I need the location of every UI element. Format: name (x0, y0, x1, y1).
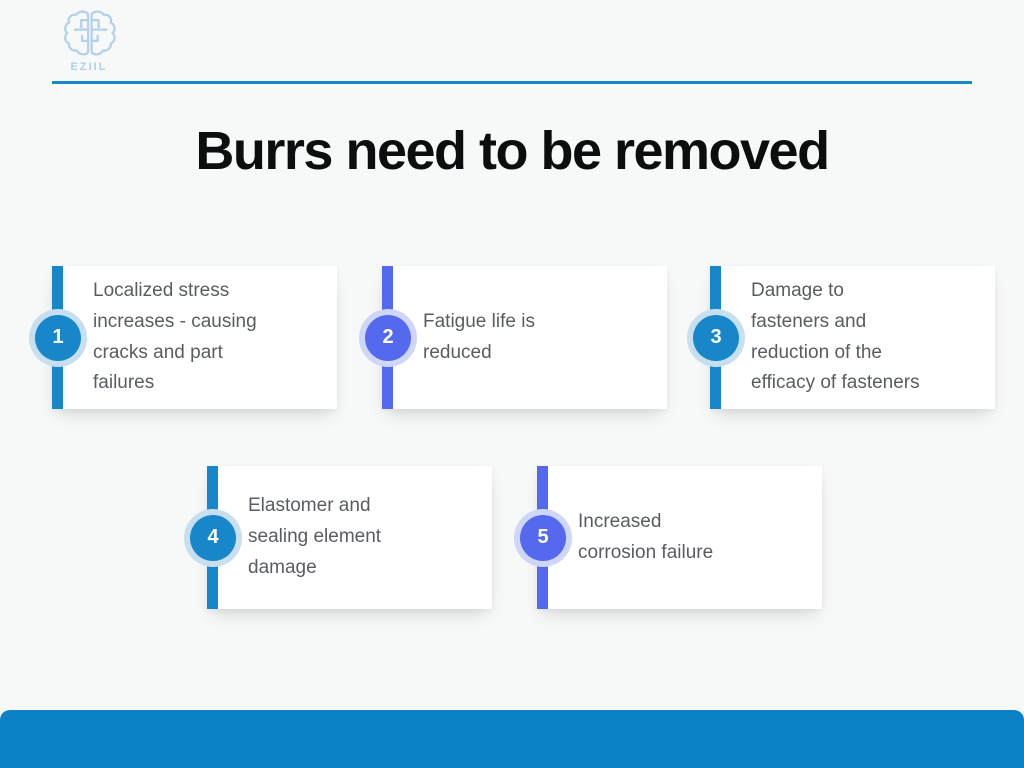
brain-circuit-logo-icon (58, 8, 120, 60)
card-body: Localized stress increases - causing cra… (52, 266, 337, 409)
card-4: 4 Elastomer and sealing element damage (184, 466, 492, 609)
card-text: Damage to fasteners and reduction of the… (751, 279, 920, 394)
card-text: Increased corrosion failure (578, 510, 714, 563)
card-5: 5 Increased corrosion failure (514, 466, 822, 609)
card-body: Fatigue life is reduced (382, 266, 667, 409)
logo: EZIIL (58, 8, 120, 73)
number-badge: 3 (693, 314, 739, 361)
card-text: Fatigue life is reduced (423, 310, 535, 363)
number-badge: 1 (35, 314, 81, 361)
card-2: 2 Fatigue life is reduced (359, 266, 667, 409)
card-text: Localized stress increases - causing cra… (93, 279, 257, 394)
footer-bar (0, 710, 1024, 768)
number-badge-halo: 3 (687, 308, 745, 367)
number-badge: 2 (365, 314, 411, 361)
card-body: Increased corrosion failure (537, 466, 822, 609)
number-badge: 4 (190, 514, 236, 561)
card-3: 3 Damage to fasteners and reduction of t… (687, 266, 995, 409)
number-badge-halo: 1 (29, 308, 87, 367)
number-badge-halo: 4 (184, 508, 242, 567)
logo-text: EZIIL (70, 61, 108, 73)
card-text: Elastomer and sealing element damage (248, 495, 382, 578)
header-divider (52, 81, 972, 84)
card-1: 1 Localized stress increases - causing c… (29, 266, 337, 409)
number-badge-halo: 5 (514, 508, 572, 567)
card-body: Elastomer and sealing element damage (207, 466, 492, 609)
page-title: Burrs need to be removed (195, 121, 830, 181)
number-badge-halo: 2 (359, 308, 417, 367)
card-body: Damage to fasteners and reduction of the… (710, 266, 995, 409)
number-badge: 5 (520, 514, 566, 561)
